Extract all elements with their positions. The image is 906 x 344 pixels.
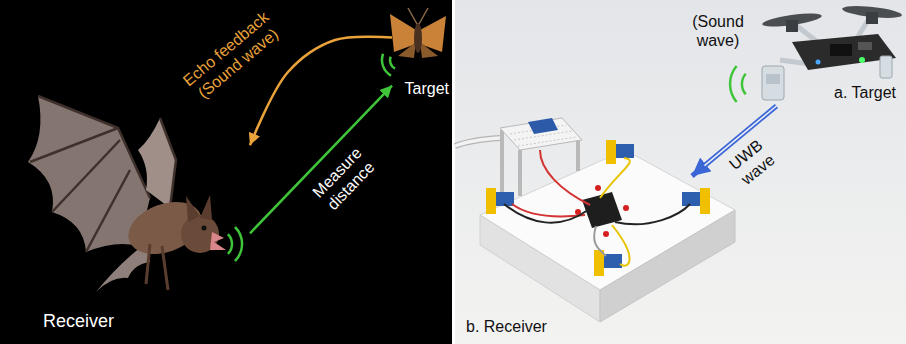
receiver-board-illustration — [606, 140, 616, 164]
node-label: a. Target — [834, 84, 896, 102]
drone-illustration — [866, 12, 878, 24]
drone-illustration — [816, 60, 821, 65]
bat-illustration — [146, 244, 168, 290]
drone-illustration — [859, 57, 865, 63]
drone-illustration — [830, 44, 852, 56]
receiver-board-illustration — [455, 118, 735, 322]
receiver-board-illustration — [540, 150, 590, 205]
photo-ground — [455, 0, 906, 344]
left-panel-ground — [0, 0, 452, 344]
sound-wave-arcs — [742, 74, 746, 95]
receiver-board-illustration — [604, 254, 622, 268]
sound-wave-arcs — [382, 54, 391, 76]
annotation-label: (Sound wave) — [688, 12, 748, 50]
bat-illustration — [28, 96, 226, 292]
drone-illustration — [858, 42, 872, 50]
receiver-board-illustration — [603, 231, 609, 237]
receiver-board-illustration — [594, 226, 606, 256]
receiver-board-illustration — [455, 138, 500, 146]
receiver-board-illustration — [595, 185, 601, 191]
sound-wave-arcs — [730, 66, 737, 102]
target-region: Target — [392, 4, 450, 100]
bat-illustration — [200, 195, 212, 220]
node-label: Receiver — [43, 311, 114, 332]
receiver-region: Receiver — [10, 100, 250, 338]
edge-label: Echo feedback (Sound wave) — [174, 4, 289, 109]
bat-illustration — [202, 226, 207, 231]
moth-illustration — [398, 42, 416, 58]
receiver-board-illustration — [480, 215, 600, 322]
drone-illustration — [766, 74, 780, 84]
drone-region: a. Target — [745, 4, 902, 106]
sound-wave-arcs — [228, 234, 232, 254]
bat-illustration — [186, 196, 200, 222]
receiver-board-illustration — [700, 188, 710, 214]
sound-wave-arcs — [228, 227, 242, 261]
receiver-board-illustration — [455, 138, 500, 146]
receiver-board-illustration — [600, 158, 630, 198]
node-label: b. Receiver — [466, 318, 547, 336]
receiver-board-illustration — [623, 205, 629, 211]
node-label: Target — [405, 80, 449, 98]
receiver-board-illustration — [512, 204, 585, 216]
receiver-board-illustration — [616, 144, 634, 158]
sound-wave-arcs — [382, 54, 395, 76]
receiver-board-illustration — [486, 188, 496, 214]
bat-illustration — [210, 232, 226, 250]
edge-label: Measure distance — [304, 139, 384, 220]
edge-label: UWB wave — [722, 133, 782, 192]
moth-illustration — [408, 8, 428, 24]
drone-illustration — [786, 20, 798, 32]
bat-illustration — [138, 118, 176, 208]
board-region: b. Receiver — [462, 140, 692, 340]
connector — [250, 86, 392, 234]
moth-illustration — [420, 42, 438, 58]
connector — [250, 37, 392, 146]
bat-illustration — [160, 118, 176, 208]
moth-illustration — [414, 23, 422, 53]
receiver-board-illustration — [615, 204, 690, 224]
sound-wave-arcs — [390, 57, 395, 69]
sound-wave-arcs — [730, 66, 746, 102]
receiver-board-illustration — [612, 225, 630, 266]
drone-illustration — [762, 66, 784, 100]
moth-illustration — [390, 8, 446, 58]
receiver-board-illustration — [504, 204, 588, 223]
sound-wave-arcs — [235, 227, 242, 261]
drone-illustration — [880, 56, 892, 78]
receiver-board-illustration — [600, 210, 735, 322]
receiver-board-illustration — [500, 118, 582, 150]
receiver-board-illustration — [682, 192, 700, 206]
receiver-board-illustration — [528, 118, 558, 134]
